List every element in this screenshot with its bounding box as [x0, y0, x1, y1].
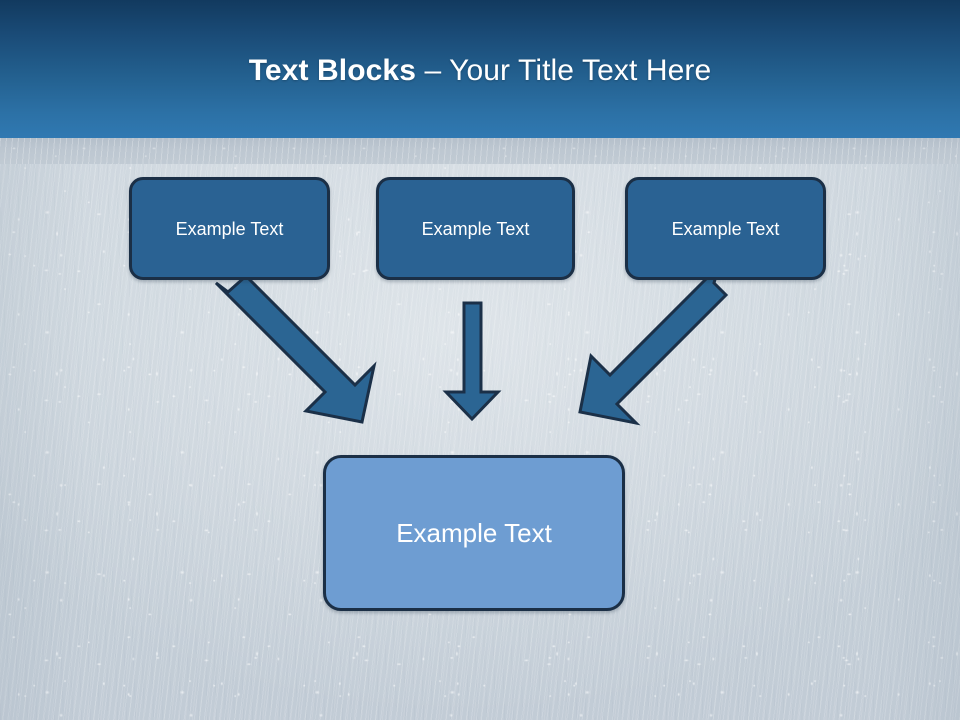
- arrow-right: [578, 264, 729, 426]
- text-block-3[interactable]: Example Text: [625, 177, 826, 280]
- text-block-2-label: Example Text: [421, 218, 530, 239]
- page-title-bold: Text Blocks: [248, 54, 425, 87]
- text-block-2[interactable]: Example Text: [376, 177, 575, 280]
- header-accent-band: [0, 138, 960, 164]
- text-block-3-label: Example Text: [671, 218, 780, 239]
- header-accent-band-texture: [0, 138, 960, 164]
- text-block-1[interactable]: Example Text: [129, 177, 330, 280]
- page-title-separator: –: [424, 54, 450, 87]
- text-block-result[interactable]: Example Text: [323, 455, 625, 611]
- arrow-left: [214, 273, 377, 424]
- text-block-result-label: Example Text: [396, 518, 552, 548]
- page-title-regular: Your Title Text Here: [449, 54, 712, 87]
- text-block-1-label: Example Text: [175, 218, 284, 239]
- arrow-center: [442, 301, 502, 422]
- title-banner: Text Blocks – Your Title Text Here: [0, 0, 960, 138]
- page-title: Text Blocks – Your Title Text Here: [0, 52, 960, 90]
